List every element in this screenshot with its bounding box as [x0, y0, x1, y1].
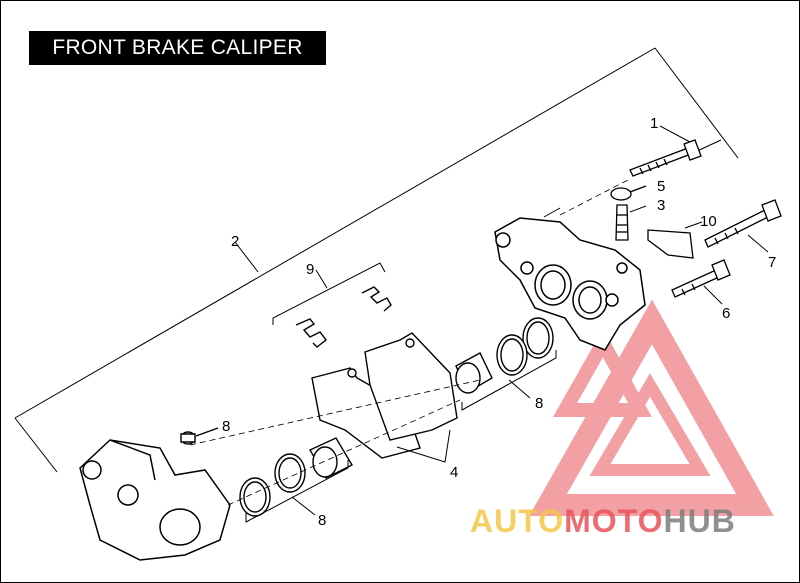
mounting-bolt-leader: [703, 285, 723, 305]
callout-4: 4: [450, 464, 458, 481]
bleeder-leader: [629, 205, 647, 213]
lower-seals-bracket: [245, 460, 349, 523]
long-bolt-leader: [747, 234, 769, 253]
pin-leader: [684, 221, 703, 229]
lower-piston-seal-icon: [239, 437, 353, 517]
long-bolt-icon: [704, 199, 782, 248]
callout-10: 10: [700, 213, 717, 230]
callout-3: 3: [657, 197, 665, 214]
inner-caliper-half-icon: [494, 217, 646, 351]
brake-pad-icon: [311, 332, 458, 459]
callout-2: 2: [231, 233, 239, 250]
bolt-leader: [659, 125, 691, 143]
assembly-bracket: [14, 47, 739, 473]
watermark-moto: MOTO: [564, 503, 663, 539]
piston-seal-icon: [455, 317, 554, 394]
pads-bracket: [396, 429, 451, 463]
diagram-title: FRONT BRAKE CALIPER: [52, 36, 303, 59]
callout-9: 9: [306, 261, 314, 278]
watermark-text: AUTOMOTOHUB: [470, 503, 736, 539]
title-box: FRONT BRAKE CALIPER: [29, 31, 326, 65]
outer-caliper-half-icon: [79, 439, 231, 561]
pin-icon: [647, 229, 694, 259]
bolt-icon: [629, 139, 702, 177]
callout-1: 1: [650, 115, 658, 132]
watermark-auto: AUTO: [470, 503, 564, 539]
callout-6: 6: [722, 305, 730, 322]
mounting-bolt-icon: [671, 259, 731, 298]
callout-8-bushing: 8: [222, 418, 230, 435]
alignment-lines: [189, 179, 629, 506]
callout-5: 5: [657, 178, 665, 195]
callout-8-upper: 8: [535, 395, 543, 412]
upper-seals-bracket: [461, 350, 557, 411]
spring-clip-icon: [295, 286, 392, 348]
bleeder-valve-icon: [615, 204, 629, 241]
svg-text:AUTOMOTOHUB: AUTOMOTOHUB: [470, 503, 736, 539]
callout-7: 7: [768, 254, 776, 271]
bushing-icon: [180, 427, 219, 445]
callout-8-lower: 8: [318, 512, 326, 529]
watermark-hub: HUB: [663, 503, 735, 539]
bleeder-cap-icon: [610, 185, 647, 201]
clips-bracket: [272, 262, 386, 325]
watermark-logo-icon: [529, 299, 774, 516]
